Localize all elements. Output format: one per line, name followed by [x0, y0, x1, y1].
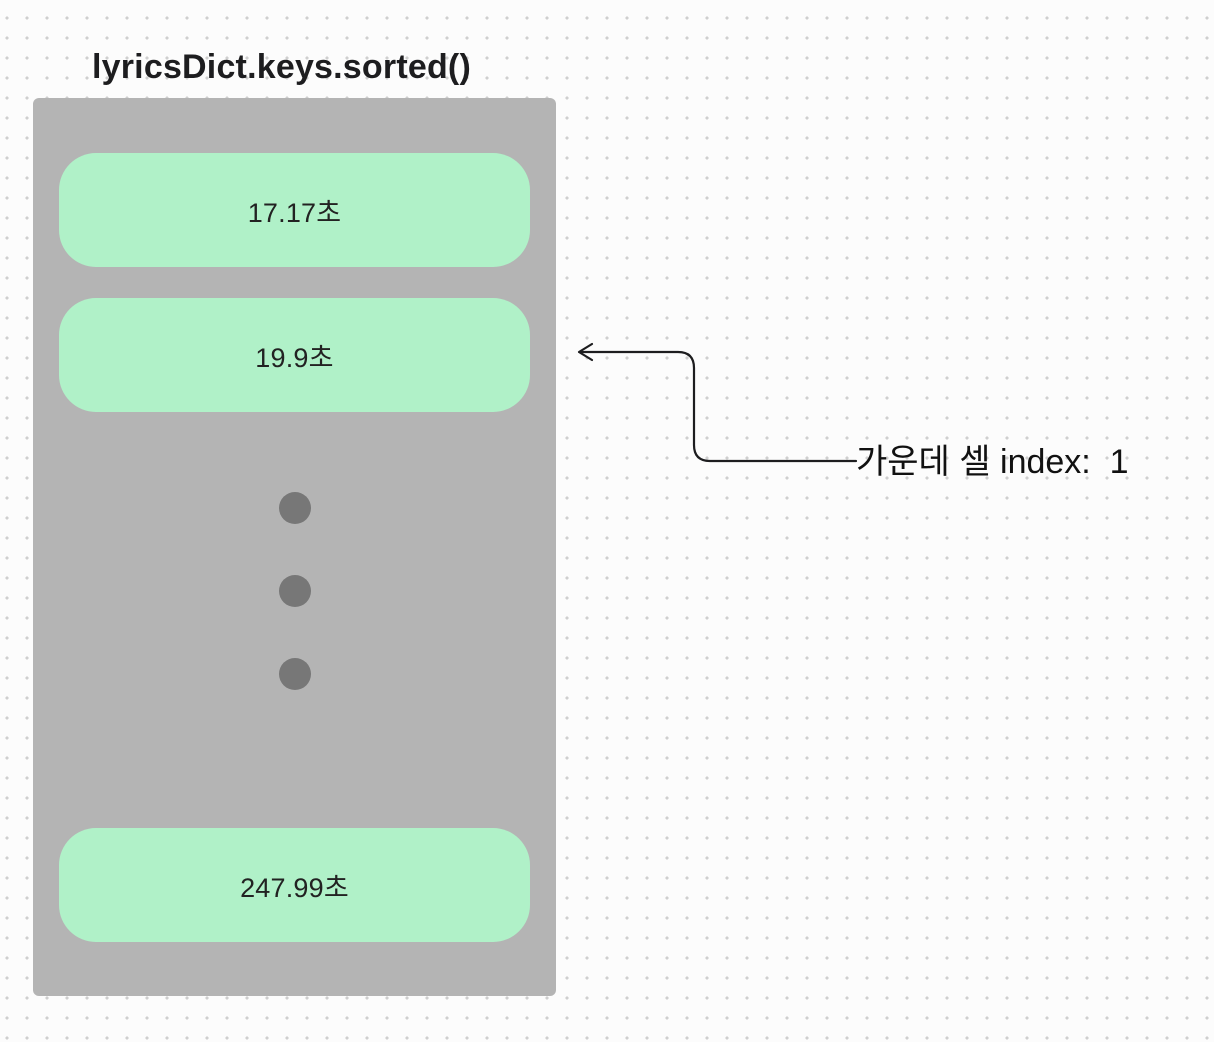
ellipsis-dots [279, 492, 311, 690]
ellipsis-dot [279, 492, 311, 524]
ellipsis-dot [279, 658, 311, 690]
arrowhead-icon [577, 342, 594, 362]
sorted-keys-array-container[interactable]: 17.17초 19.9초 247.99초 [33, 98, 556, 996]
array-cell[interactable]: 17.17초 [59, 153, 530, 267]
array-cell-value: 19.9초 [255, 342, 334, 373]
annotation-arrow [577, 342, 858, 463]
array-cell[interactable]: 19.9초 [59, 298, 530, 412]
array-cell-value: 247.99초 [240, 872, 349, 903]
array-cell-value: 17.17초 [247, 197, 342, 228]
ellipsis-dot [279, 575, 311, 607]
arrow-line [578, 350, 858, 463]
array-cell[interactable]: 247.99초 [59, 828, 530, 942]
annotation-label: 가운데 셀 index: 1 [856, 443, 1129, 481]
diagram-title: lyricsDict.keys.sorted() [92, 48, 471, 86]
